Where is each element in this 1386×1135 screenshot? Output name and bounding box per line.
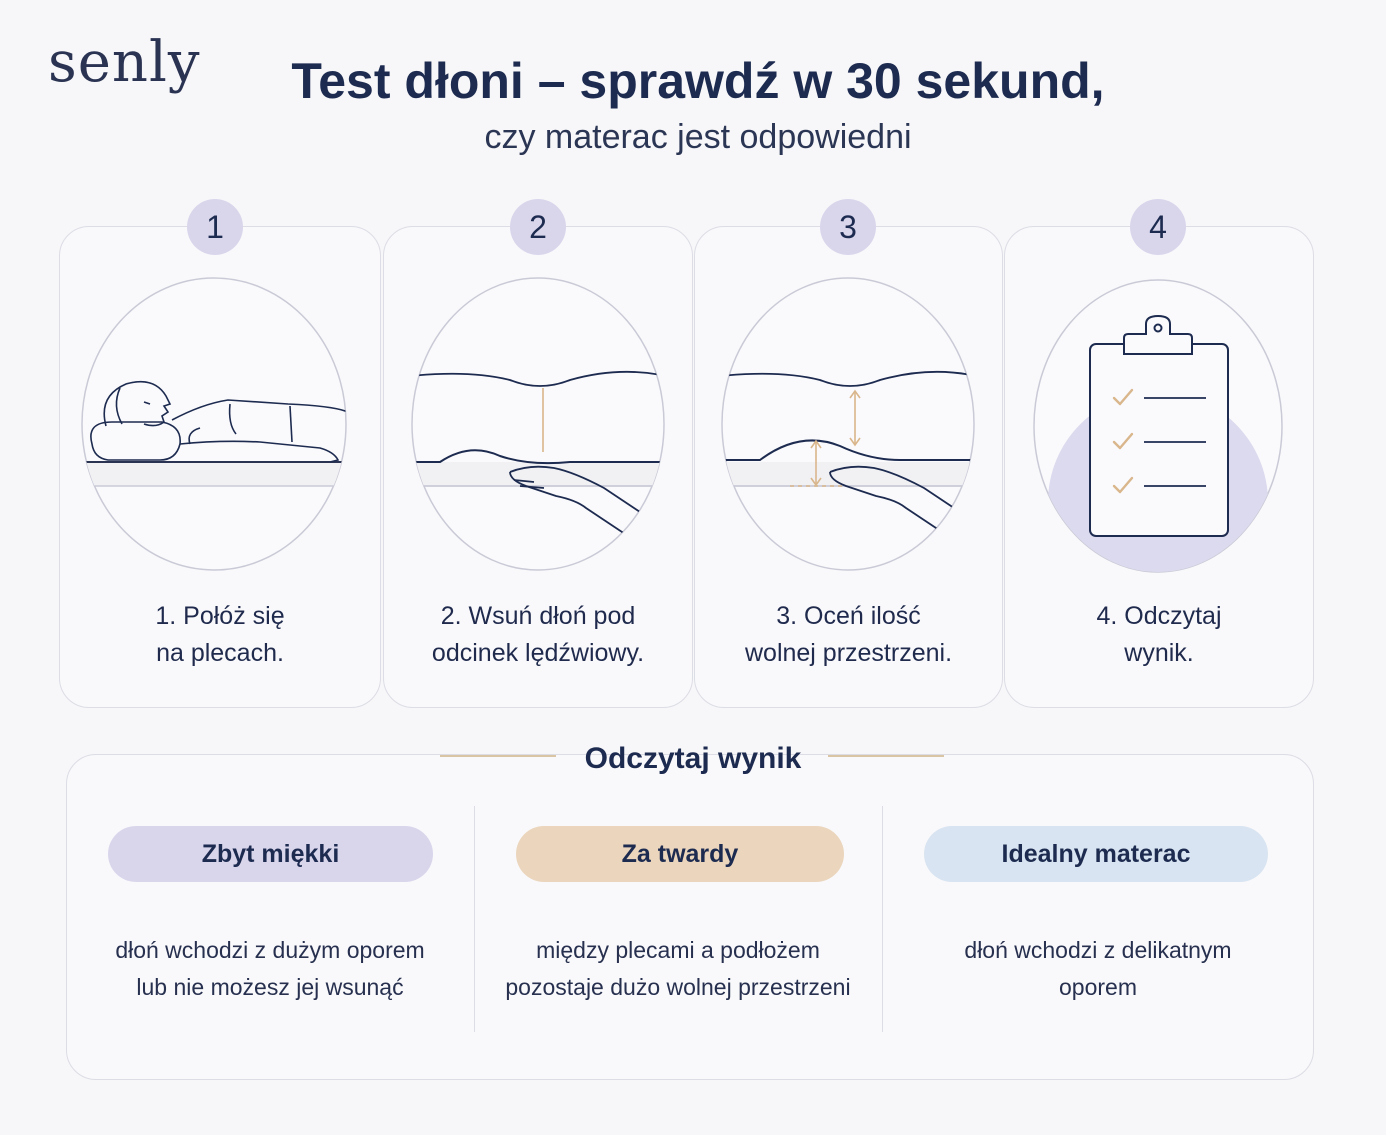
lying-person-illustration	[81, 277, 347, 571]
page-title: Test dłoni – sprawdź w 30 sekund,	[291, 53, 1105, 109]
clipboard-illustration	[1033, 279, 1283, 573]
brand-logo: senly	[48, 30, 201, 95]
title-line-left	[440, 755, 556, 757]
title-line-right	[828, 755, 944, 757]
page-subtitle: czy materac jest odpowiedni	[484, 118, 912, 156]
step-number-3: 3	[820, 199, 876, 255]
step-number-2: 2	[510, 199, 566, 255]
step-number-4: 4	[1130, 199, 1186, 255]
step-number-1: 1	[187, 199, 243, 255]
results-divider-2	[882, 806, 883, 1032]
hand-under-back-illustration	[411, 277, 665, 571]
result-pill-too-hard: Za twardy	[516, 826, 844, 882]
result-pill-ideal: Idealny materac	[924, 826, 1268, 882]
results-title: Odczytaj wynik	[584, 742, 802, 775]
results-panel	[66, 754, 1314, 1080]
result-pill-too-soft: Zbyt miękki	[108, 826, 433, 882]
results-divider-1	[474, 806, 475, 1032]
measure-gap-illustration	[721, 277, 975, 571]
